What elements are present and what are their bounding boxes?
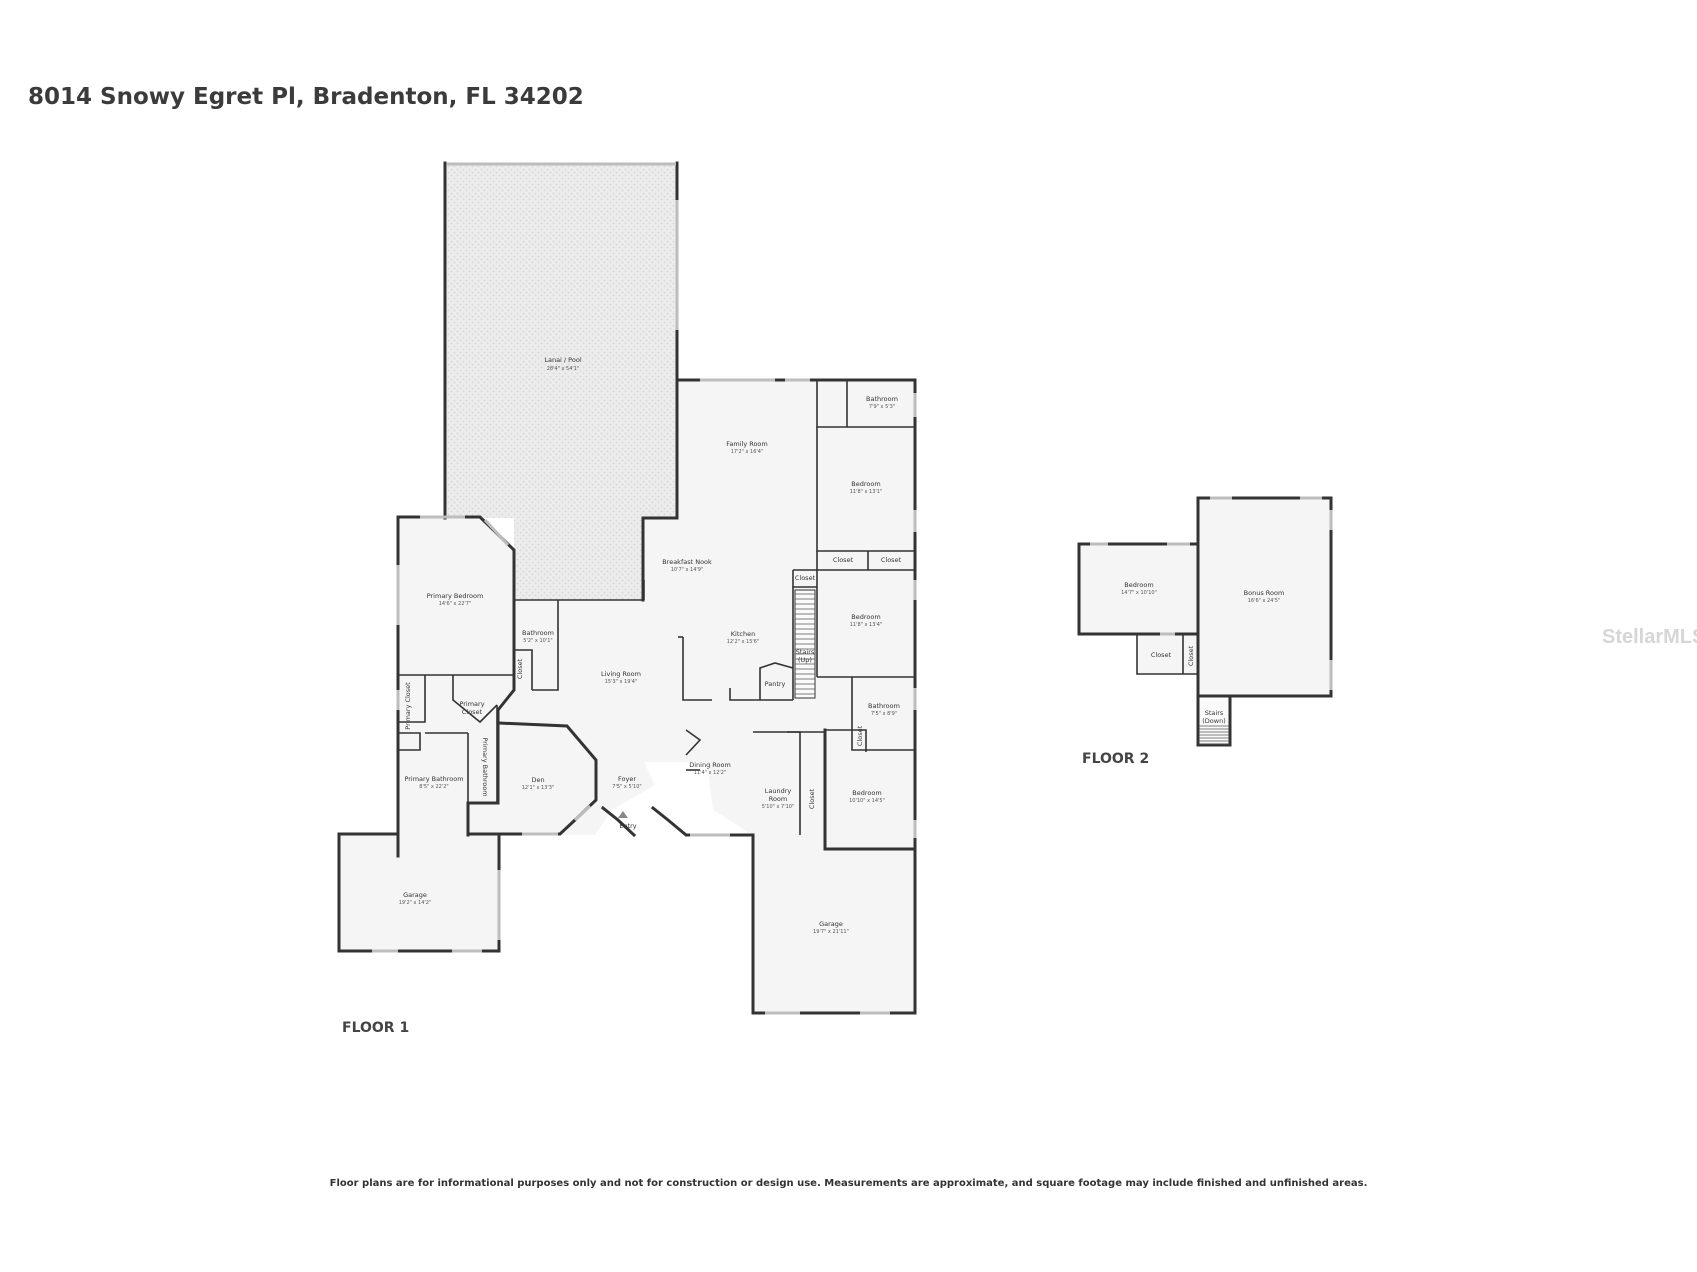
room-name: Closet — [462, 708, 483, 716]
room-name: Primary — [459, 700, 484, 708]
disclaimer-text: Floor plans are for informational purpos… — [329, 1178, 1368, 1189]
garage-west-floor — [339, 834, 499, 951]
f2-bedroom-floor — [1079, 544, 1198, 634]
room-dims: 10'7" x 14'9" — [671, 567, 704, 573]
room-dims: 5'10" x 7'10" — [762, 804, 795, 810]
room-name: Bedroom — [851, 613, 880, 621]
room-name: (Down) — [1202, 717, 1226, 725]
room-name: Garage — [403, 891, 427, 899]
room-dims: 14'6" x 22'7" — [439, 601, 472, 607]
room-name: Foyer — [618, 775, 636, 783]
f2-bonus-floor — [1198, 498, 1331, 696]
room-name: Stairs — [1205, 709, 1224, 717]
room-name: Bonus Room — [1244, 589, 1285, 597]
room-name: Closet — [808, 788, 816, 809]
room-name: Closet — [1187, 645, 1195, 666]
windows — [372, 162, 917, 1015]
f2-closet-floor — [1137, 634, 1199, 674]
floor-2-label: FLOOR 2 — [1082, 751, 1150, 767]
room-name: Room — [769, 795, 788, 803]
room-name: Closet — [881, 556, 902, 564]
room-name: Stairs — [796, 648, 815, 656]
room-name: Closet — [795, 574, 816, 582]
room-name: Bathroom — [866, 395, 898, 403]
floor-1-plan — [337, 161, 917, 1015]
room-dims: 15'3" x 19'4" — [605, 679, 638, 685]
room-dims: 19'7" x 21'11" — [813, 929, 849, 935]
room-labels: Lanai / Pool 28'4" x 54'1" Family Room 1… — [399, 356, 1285, 935]
room-name: Primary Bedroom — [427, 592, 484, 600]
room-dims: 28'4" x 54'1" — [547, 366, 580, 372]
room-dims: 7'9" x 5'3" — [869, 404, 895, 410]
room-name: Bathroom — [522, 629, 554, 637]
room-name: Bedroom — [1124, 581, 1153, 589]
room-name: Bathroom — [868, 702, 900, 710]
room-dims: 7'5" x 8'9" — [871, 711, 897, 717]
room-name: Closet — [856, 725, 864, 746]
room-dims: 11'8" x 13'1" — [850, 489, 883, 495]
garage-east-floor — [753, 835, 915, 1013]
floor-2-plan — [1077, 496, 1333, 747]
room-name: Closet — [1151, 651, 1172, 659]
room-dims: 16'6" x 24'5" — [1248, 598, 1281, 604]
room-dims: 11'4" x 12'2" — [694, 770, 727, 776]
f2-stairs-floor — [1198, 696, 1230, 745]
room-name: Closet — [516, 658, 524, 679]
room-dims: 12'2" x 15'6" — [727, 639, 760, 645]
room-name: Laundry — [765, 787, 792, 795]
room-name: Family Room — [726, 440, 768, 448]
room-name: Primary Bathroom — [404, 775, 463, 783]
room-name: Dining Room — [689, 761, 731, 769]
room-name: Kitchen — [731, 630, 755, 638]
room-dims: 17'2" x 16'4" — [731, 449, 764, 455]
room-name: Primary Closet — [404, 682, 412, 730]
room-name: Pantry — [765, 680, 786, 688]
watermark-logo: StellarMLS — [1602, 626, 1697, 648]
room-name: Garage — [819, 920, 843, 928]
room-dims: 5'2" x 10'1" — [523, 638, 552, 644]
room-name: Closet — [833, 556, 854, 564]
entry-arrow-icon — [618, 811, 628, 818]
room-name: Lanai / Pool — [544, 356, 581, 364]
room-name: Breakfast Nook — [662, 558, 712, 566]
room-dims: 7'5" x 5'10" — [612, 784, 641, 790]
stairs-up-steps — [795, 593, 815, 695]
room-name: Bedroom — [852, 789, 881, 797]
room-name: (Up) — [798, 656, 812, 664]
property-address: 8014 Snowy Egret Pl, Bradenton, FL 34202 — [28, 84, 584, 110]
stairs-down-steps — [1199, 725, 1229, 745]
floor-1-label: FLOOR 1 — [342, 1020, 410, 1036]
room-dims: 10'10" x 14'5" — [849, 798, 885, 804]
room-dims: 8'5" x 22'2" — [419, 784, 448, 790]
room-name: Primary Bathroom — [481, 737, 489, 796]
room-dims: 12'1" x 13'3" — [522, 785, 555, 791]
room-name: Entry — [619, 822, 636, 830]
room-dims: 11'8" x 13'4" — [850, 622, 883, 628]
room-name: Living Room — [601, 670, 641, 678]
room-dims: 19'2" x 14'2" — [399, 900, 432, 906]
room-name: Den — [531, 776, 544, 784]
room-name: Bedroom — [851, 480, 880, 488]
lanai-area — [445, 163, 677, 600]
room-dims: 14'7" x 10'10" — [1121, 590, 1157, 596]
